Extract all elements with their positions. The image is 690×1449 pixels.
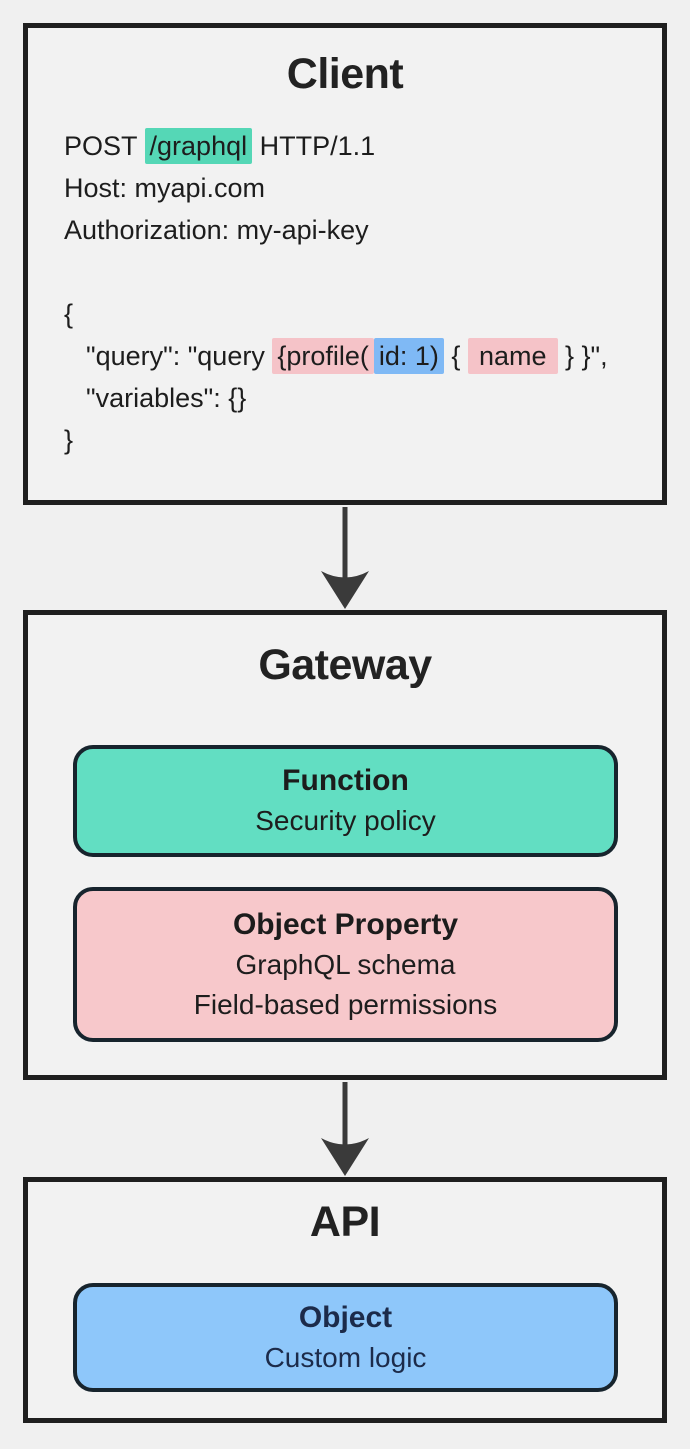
gateway-box: Gateway Function Security policy Object … <box>23 610 667 1080</box>
json-close-brace: } <box>64 425 74 455</box>
object-property-card: Object Property GraphQL schema Field-bas… <box>73 887 618 1042</box>
object-card-line: Custom logic <box>264 1341 427 1373</box>
arrow-down-icon <box>321 507 369 609</box>
function-card-title: Function <box>282 764 409 797</box>
object-property-card-line: Field-based permissions <box>193 988 498 1020</box>
function-card-line: Security policy <box>255 805 436 836</box>
request-line-host: Host: myapi.com <box>64 173 266 203</box>
request-line-query: "query": "query {profile(id: 1) { name }… <box>64 335 662 377</box>
http-version-text: HTTP/1.1 <box>252 131 376 161</box>
client-box: Client POST /graphql HTTP/1.1 Host: myap… <box>23 23 667 505</box>
gateway-title: Gateway <box>258 641 432 689</box>
object-card: Object Custom logic <box>73 1283 618 1392</box>
query-prefix-text: "query": "query <box>86 341 273 371</box>
arrow-down-icon <box>321 1082 369 1176</box>
object-property-card-title: Object Property <box>232 907 459 941</box>
name-field-highlight: name <box>467 338 558 374</box>
profile-highlight: {profile( <box>272 338 374 374</box>
request-line-variables: "variables": {} <box>86 383 247 413</box>
json-open-brace: { <box>64 299 74 329</box>
object-card-title: Object <box>298 1300 393 1334</box>
request-line-post: POST /graphql HTTP/1.1 <box>64 125 662 167</box>
id-arg-highlight: id: 1) <box>373 338 444 374</box>
blank-line <box>64 251 662 293</box>
graphql-path-highlight: /graphql <box>144 128 253 164</box>
query-mid-text: { <box>443 341 468 371</box>
query-suffix-text: } }", <box>557 341 608 371</box>
post-method-text: POST <box>64 131 145 161</box>
function-card: Function Security policy <box>73 745 618 857</box>
object-property-card-line: GraphQL schema <box>235 948 456 980</box>
client-title: Client <box>286 50 404 98</box>
request-line-authorization: Authorization: my-api-key <box>64 215 369 245</box>
http-request-block: POST /graphql HTTP/1.1 Host: myapi.com A… <box>64 125 662 461</box>
api-box: API Object Custom logic <box>23 1177 667 1423</box>
api-title: API <box>309 1198 381 1246</box>
